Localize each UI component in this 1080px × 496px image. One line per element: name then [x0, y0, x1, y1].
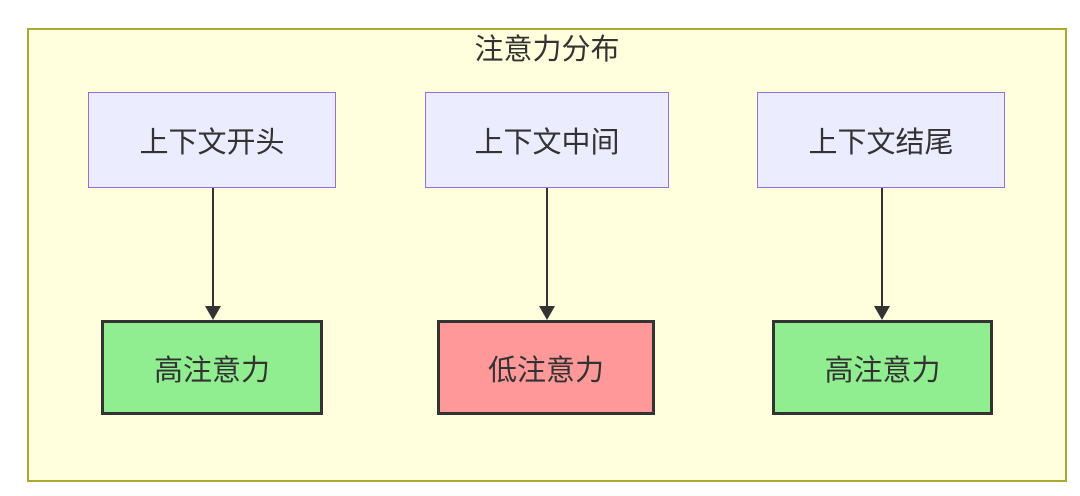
- node-low-attention: 低注意力: [437, 320, 655, 415]
- node-context-middle-label: 上下文中间: [474, 125, 620, 159]
- edge-line-start-to-high: [212, 188, 214, 308]
- node-high-attention-right-label: 高注意力: [824, 352, 941, 387]
- edge-line-middle-to-low: [546, 188, 548, 308]
- node-context-middle: 上下文中间: [425, 92, 669, 188]
- node-context-end: 上下文结尾: [757, 92, 1005, 188]
- arrowhead-down-icon: [874, 306, 890, 320]
- arrowhead-down-icon: [205, 306, 221, 320]
- diagram-title: 注意力分布: [474, 32, 620, 66]
- node-context-end-label: 上下文结尾: [808, 125, 954, 159]
- arrowhead-down-icon: [539, 306, 555, 320]
- node-low-attention-label: 低注意力: [487, 352, 604, 387]
- node-context-start: 上下文开头: [88, 92, 336, 188]
- node-high-attention-left-label: 高注意力: [153, 352, 270, 387]
- node-high-attention-left: 高注意力: [101, 320, 323, 415]
- node-context-start-label: 上下文开头: [139, 125, 285, 159]
- node-high-attention-right: 高注意力: [772, 320, 993, 415]
- edge-line-end-to-high: [881, 188, 883, 308]
